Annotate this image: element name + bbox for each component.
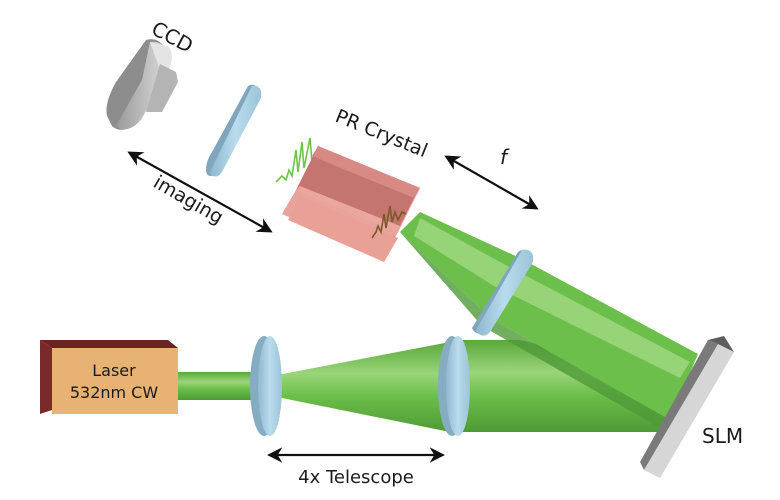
- output-signal-trace: [275, 137, 319, 183]
- focusing-lens: [472, 249, 534, 336]
- slm-label: SLM: [702, 424, 743, 448]
- laser-source: [40, 340, 178, 414]
- pr-crystal: [282, 146, 420, 262]
- imaging-lens: [206, 84, 262, 177]
- laser-wavelength-label: 532nm CW: [70, 383, 159, 402]
- pr-crystal-label: PR Crystal: [332, 105, 430, 162]
- telescope-lens-1: [250, 336, 282, 436]
- imaging-arrow: [127, 151, 273, 233]
- telescope-lens-2: [438, 336, 470, 436]
- focal-length-label: f: [500, 145, 510, 169]
- focal-length-arrow: [444, 155, 539, 210]
- telescope-label: 4x Telescope: [298, 467, 414, 488]
- reflected-beam-highlight: [414, 218, 690, 378]
- telescope-expanding-beam: [272, 342, 450, 432]
- ccd-camera: [106, 39, 178, 130]
- laser-label: Laser: [92, 361, 136, 380]
- reflected-beam-shadow: [400, 232, 670, 428]
- crystal-signal-trace: [371, 205, 407, 239]
- slm: [640, 336, 734, 478]
